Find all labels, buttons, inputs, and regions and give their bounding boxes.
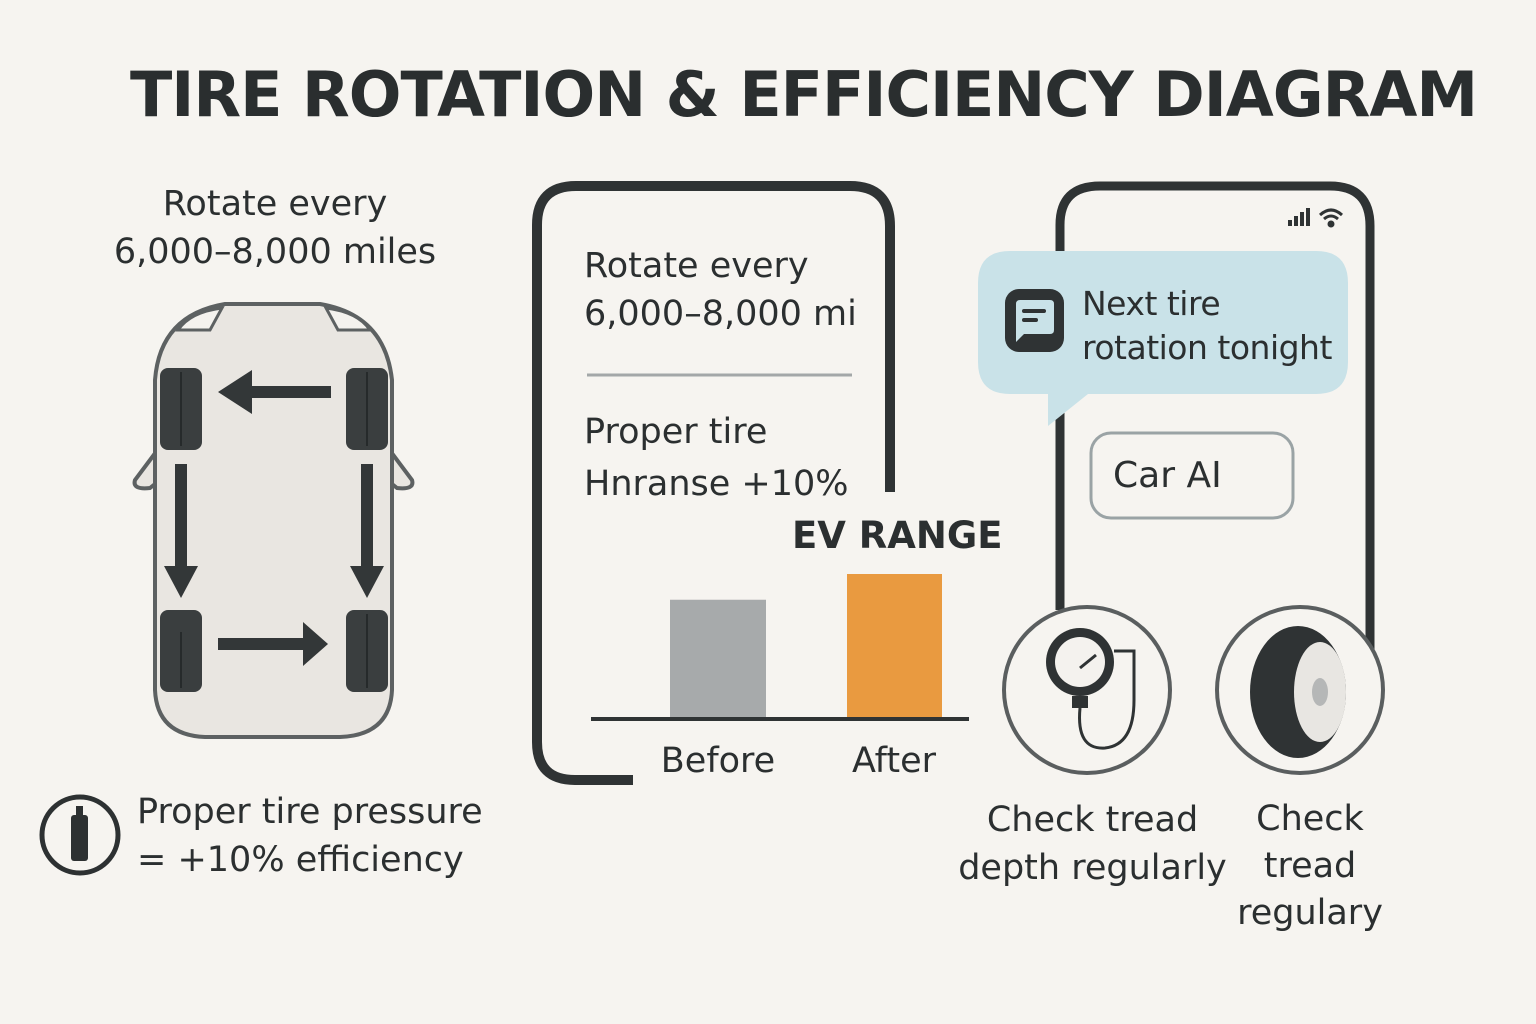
phone-frame	[1055, 181, 1375, 650]
tire-pressure-canister-icon	[39, 794, 121, 876]
rotation-interval-text: Rotate every 6,000–8,000 miles	[80, 180, 470, 276]
wifi-icon	[1318, 208, 1344, 228]
rotation-arrows-icon	[164, 370, 384, 666]
chat-icon	[1005, 289, 1064, 352]
tip-2-line-3: regulary	[1237, 893, 1383, 933]
tip-check-tread: Check tread regulary	[1220, 796, 1400, 937]
bar-before	[670, 599, 766, 717]
car-ai-button[interactable]: Car AI	[1113, 455, 1222, 496]
pressure-efficiency-text: Proper tire pressure = +10% efficiency	[137, 788, 483, 884]
info-card-frame	[532, 181, 895, 785]
tip-2-line-2: tread	[1263, 846, 1357, 886]
pressure-line-2: = +10% efficiency	[137, 840, 464, 880]
page-title: TIRE ROTATION & EFFICIENCY DIAGRAM	[130, 58, 1478, 131]
tip-1-line-1: Check tread	[986, 800, 1199, 840]
card-range-line-2: Hnranse +10%	[584, 464, 849, 504]
label-before: Before	[660, 741, 776, 781]
tire-icon	[1215, 605, 1385, 775]
rotation-line-1: Rotate every	[162, 184, 388, 224]
card-range-line-1: Proper tire	[584, 412, 768, 452]
notification-text[interactable]: Next tire rotation tonight	[1082, 282, 1332, 370]
pressure-line-1: Proper tire pressure	[137, 792, 483, 832]
tip-check-tread-depth: Check tread depth regularly	[950, 796, 1235, 892]
bar-after	[847, 574, 942, 717]
car-ai-button-bg	[1089, 431, 1295, 520]
card-rotation-line-2: 6,000–8,000 mi	[584, 294, 857, 334]
chart-title: EV RANGE	[792, 514, 1003, 557]
card-rotation-text: Rotate every 6,000–8,000 mi	[584, 242, 857, 338]
car-top-view-icon	[132, 302, 415, 739]
notification-line-1: Next tire	[1082, 284, 1221, 323]
card-rotation-line-1: Rotate every	[584, 246, 809, 286]
tip-2-line-1: Check	[1256, 799, 1364, 839]
tip-1-line-2: depth regularly	[958, 848, 1227, 888]
card-range-text: Proper tire Hnranse +10%	[584, 406, 849, 510]
pressure-gauge-icon	[1002, 605, 1172, 775]
label-after: After	[851, 741, 937, 781]
rotation-line-2: 6,000–8,000 miles	[113, 232, 437, 272]
notification-bubble	[978, 251, 1348, 426]
signal-icon	[1288, 208, 1310, 226]
notification-line-2: rotation tonight	[1082, 328, 1332, 367]
